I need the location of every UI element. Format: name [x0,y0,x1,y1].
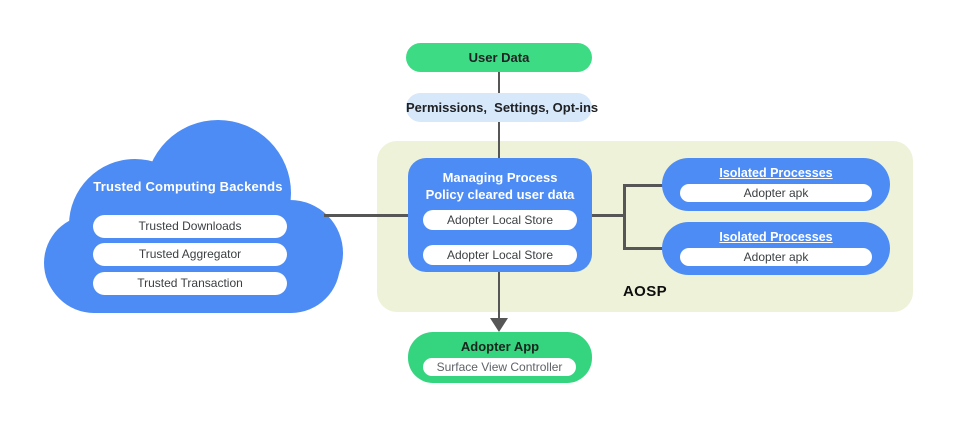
connector-userdata-to-permissions [498,71,500,94]
adopter-apk-pill: Adopter apk [680,248,872,266]
cloud-title: Trusted Computing Backends [93,179,283,194]
adopter-local-store-pill: Adopter Local Store [423,210,577,230]
isolated-process-title: Isolated Processes [719,166,833,180]
adopter-local-store-pill: Adopter Local Store [423,245,577,265]
managing-process-node: Managing Process Policy cleared user dat… [408,158,592,272]
user-data-node: User Data [406,43,592,72]
surface-view-controller-pill: Surface View Controller [423,358,576,376]
arrow-down-icon [490,318,508,332]
managing-process-title-line2: Policy cleared user data [425,187,575,202]
cloud-pill-trusted-transaction: Trusted Transaction [93,272,287,295]
connector-permissions-to-managing [498,121,500,159]
adopter-app-node: Adopter App Surface View Controller [408,332,592,383]
isolated-process-title: Isolated Processes [719,230,833,244]
isolated-process-node: Isolated Processes Adopter apk [662,222,890,275]
adopter-apk-pill: Adopter apk [680,184,872,202]
cloud-pill-trusted-downloads: Trusted Downloads [93,215,287,238]
connector-fork-to-isolated-2 [623,247,663,250]
managing-process-title: Managing Process Policy cleared user dat… [408,158,592,203]
adopter-app-title: Adopter App [460,339,540,354]
connector-managing-to-adopter [498,272,500,319]
managing-process-title-line1: Managing Process [442,170,558,185]
connector-fork-to-isolated-1 [623,184,663,187]
connector-managing-to-fork [592,214,625,217]
permissions-node: Permissions, Settings, Opt-ins [406,93,598,122]
connector-cloud-to-managing [324,214,409,217]
cloud-pill-trusted-aggregator: Trusted Aggregator [93,243,287,266]
connector-fork-vertical [623,184,626,250]
aosp-label: AOSP [622,283,668,300]
isolated-process-node: Isolated Processes Adopter apk [662,158,890,211]
